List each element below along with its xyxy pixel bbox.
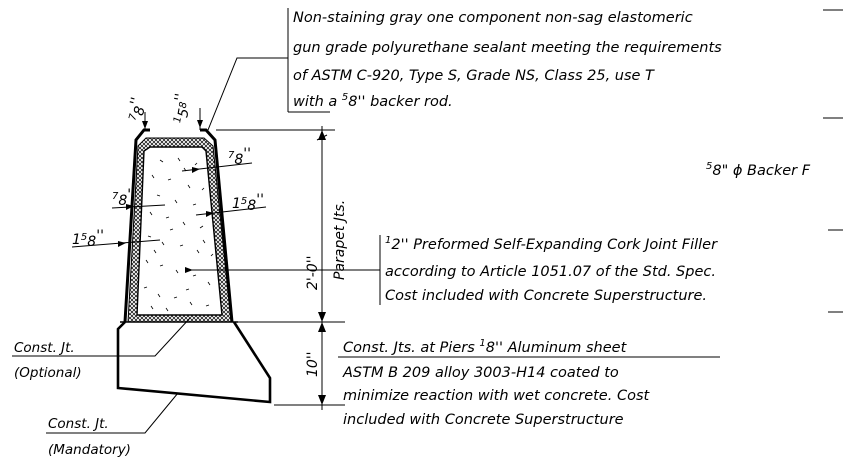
svg-text:78'': 78'' xyxy=(112,187,135,209)
parapet-section xyxy=(116,128,272,404)
svg-text:gun grade polyurethane sealant: gun grade polyurethane sealant meeting t… xyxy=(293,40,722,56)
svg-text:(Mandatory): (Mandatory) xyxy=(48,442,131,458)
backer-rod-note: 58" ϕ Backer F xyxy=(706,161,811,179)
concrete-speckles xyxy=(143,157,214,312)
svg-text:included with Concrete Superst: included with Concrete Superstructure xyxy=(343,412,624,428)
svg-text:with a 58'' backer rod.: with a 58'' backer rod. xyxy=(293,92,453,110)
svg-text:minimize reaction with wet con: minimize reaction with wet concrete. Cos… xyxy=(343,388,650,404)
svg-text:Const. Jts. at Piers 18'' Alum: Const. Jts. at Piers 18'' Aluminum sheet xyxy=(343,338,628,356)
dim-outer-left: 158'' xyxy=(71,228,161,250)
svg-text:Non-staining gray one componen: Non-staining gray one component non-sag … xyxy=(293,10,693,26)
svg-text:158'': 158'' xyxy=(168,92,195,125)
svg-text:78'': 78'' xyxy=(124,96,151,124)
svg-text:Const. Jt.: Const. Jt. xyxy=(14,340,75,356)
height-upper-dim: 2'-0'' xyxy=(305,256,321,290)
concrete-core xyxy=(136,146,223,316)
dim-inner-right-top: 78'' xyxy=(181,146,253,173)
dim-top-right: 158'' xyxy=(168,92,203,130)
parapet-base xyxy=(116,321,272,404)
parapet-joints-label: Parapet Jts. xyxy=(332,200,348,280)
svg-text:Const. Jt.: Const. Jt. xyxy=(48,416,109,432)
const-jt-optional-callout: Const. Jt. (Optional) xyxy=(12,317,191,381)
svg-text:ASTM B 209 alloy 3003-H14 coat: ASTM B 209 alloy 3003-H14 coated to xyxy=(342,365,619,381)
svg-text:12'' Preformed Self-Expanding: 12'' Preformed Self-Expanding Cork Joint… xyxy=(385,235,718,253)
dim-inner-right-bottom: 158'' xyxy=(195,192,267,217)
svg-text:Cost included with Concrete Su: Cost included with Concrete Superstructu… xyxy=(385,288,707,304)
dim-top-left: 78'' xyxy=(124,96,151,130)
piers-note: Const. Jts. at Piers 18'' Aluminum sheet… xyxy=(338,338,720,428)
dim-inner-left: 78'' xyxy=(111,187,166,210)
const-jt-mandatory-callout: Const. Jt. (Mandatory) xyxy=(46,392,179,458)
sealant-note: Non-staining gray one component non-sag … xyxy=(207,8,843,131)
vertical-dimension xyxy=(216,126,345,410)
cork-note: 12'' Preformed Self-Expanding Cork Joint… xyxy=(185,229,843,313)
svg-text:according to Article 1051.07 o: according to Article 1051.07 of the Std.… xyxy=(385,264,716,280)
svg-text:78'': 78'' xyxy=(228,146,251,168)
svg-text:158'': 158'' xyxy=(232,192,264,214)
height-lower-dim: 10'' xyxy=(305,351,321,377)
svg-text:158'': 158'' xyxy=(72,228,104,250)
svg-text:of ASTM C-920, Type S, Grade N: of ASTM C-920, Type S, Grade NS, Class 2… xyxy=(293,68,655,84)
svg-text:(Optional): (Optional) xyxy=(14,365,82,381)
